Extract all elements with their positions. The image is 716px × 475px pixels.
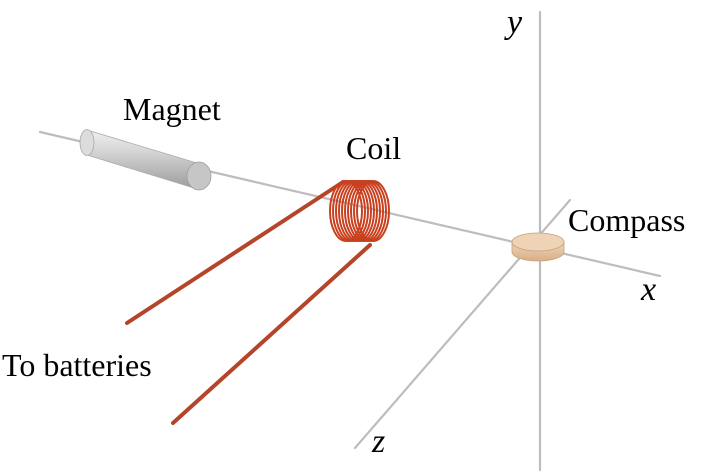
coil-label: Coil bbox=[346, 130, 401, 166]
z-axis-label: z bbox=[371, 423, 385, 460]
magnet-label: Magnet bbox=[123, 91, 221, 127]
compass-label: Compass bbox=[568, 202, 685, 238]
batteries-label: To batteries bbox=[2, 347, 152, 383]
y-axis-label: y bbox=[504, 4, 523, 41]
wire-upper bbox=[125, 180, 345, 325]
battery-wires bbox=[125, 180, 372, 425]
x-axis-label: x bbox=[640, 271, 656, 308]
coil bbox=[329, 180, 390, 242]
magnet bbox=[79, 129, 212, 191]
wire-lower bbox=[171, 243, 372, 425]
compass bbox=[511, 232, 565, 262]
